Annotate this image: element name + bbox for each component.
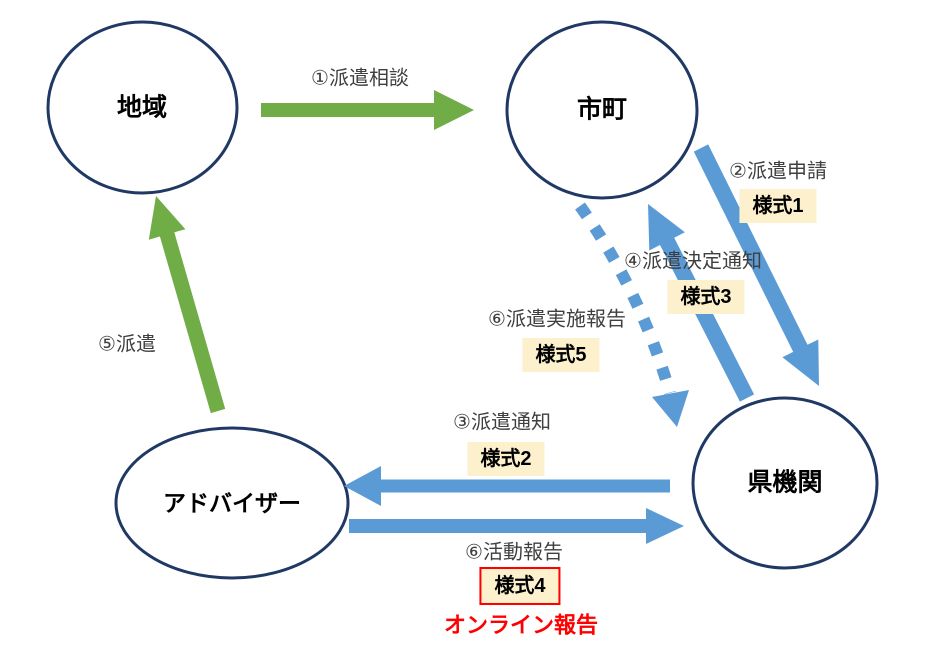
prefecture-circle — [691, 396, 879, 570]
dispatch-apply-arrow — [693, 144, 819, 386]
step3-notify-label: ③派遣通知 — [453, 411, 551, 434]
online-report-label: オンライン報告 — [443, 612, 599, 638]
advisor-node-label: アドバイザー — [163, 489, 301, 516]
form5-box: 様式5 — [522, 338, 600, 372]
dispatch-notify-arrow — [344, 466, 670, 506]
dispatch-consult-arrow — [261, 90, 474, 130]
dispatch-arrow — [148, 196, 226, 414]
step4-decision-label: ④派遣決定通知 — [624, 250, 762, 273]
step2-apply-label: ②派遣申請 — [729, 160, 827, 183]
form2-box: 様式2 — [467, 442, 545, 476]
implementation-report-arrowhead — [652, 390, 689, 427]
step6-implementation-report-label: ⑥派遣実施報告 — [488, 308, 626, 331]
activity-report-arrow — [349, 508, 684, 544]
region-circle — [46, 20, 239, 195]
step5-dispatch-label: ⑤派遣 — [98, 333, 156, 356]
implementation-report-dashed-line — [575, 202, 676, 395]
city-circle — [505, 20, 699, 200]
prefecture-node-label: 県機関 — [747, 468, 823, 497]
form1-box: 様式1 — [739, 189, 817, 223]
region-node-label: 地域 — [116, 93, 168, 122]
form4-box-red-border: 様式4 — [479, 567, 561, 605]
step6-activity-report-label: ⑥活動報告 — [465, 541, 563, 564]
city-node-label: 市町 — [576, 95, 628, 124]
form3-box: 様式3 — [667, 280, 745, 314]
advisor-ellipse — [114, 426, 350, 580]
step1-consult-label: ①派遣相談 — [311, 67, 409, 90]
